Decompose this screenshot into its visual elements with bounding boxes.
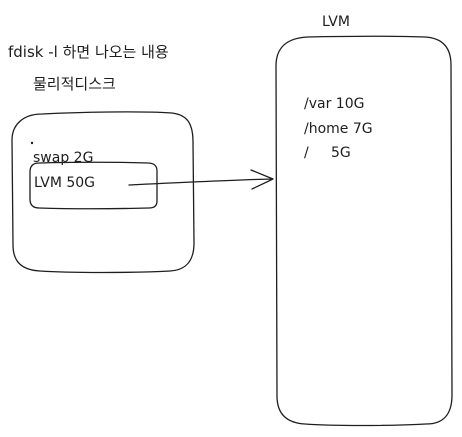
physical-disk-box xyxy=(11,111,195,274)
lvm-volume-home: /home 7G xyxy=(304,121,373,137)
lvm-volume-var: /var 10G xyxy=(304,96,364,112)
physical-disk-heading-line2: 물리적디스크 xyxy=(33,75,116,93)
lvm-title: LVM xyxy=(322,14,350,30)
lvm-box xyxy=(275,35,453,427)
partition-lvm-box xyxy=(29,161,158,210)
physical-disk-heading-line1: fdisk -l 하면 나오는 내용 xyxy=(8,43,169,61)
partition-swap-label: swap 2G xyxy=(33,150,93,166)
arrow-head xyxy=(250,169,274,190)
lvm-volume-root: / 5G xyxy=(304,145,351,161)
partition-lvm-label: LVM 50G xyxy=(34,175,95,191)
arrow-line xyxy=(128,178,273,186)
dot-mark xyxy=(30,141,34,145)
